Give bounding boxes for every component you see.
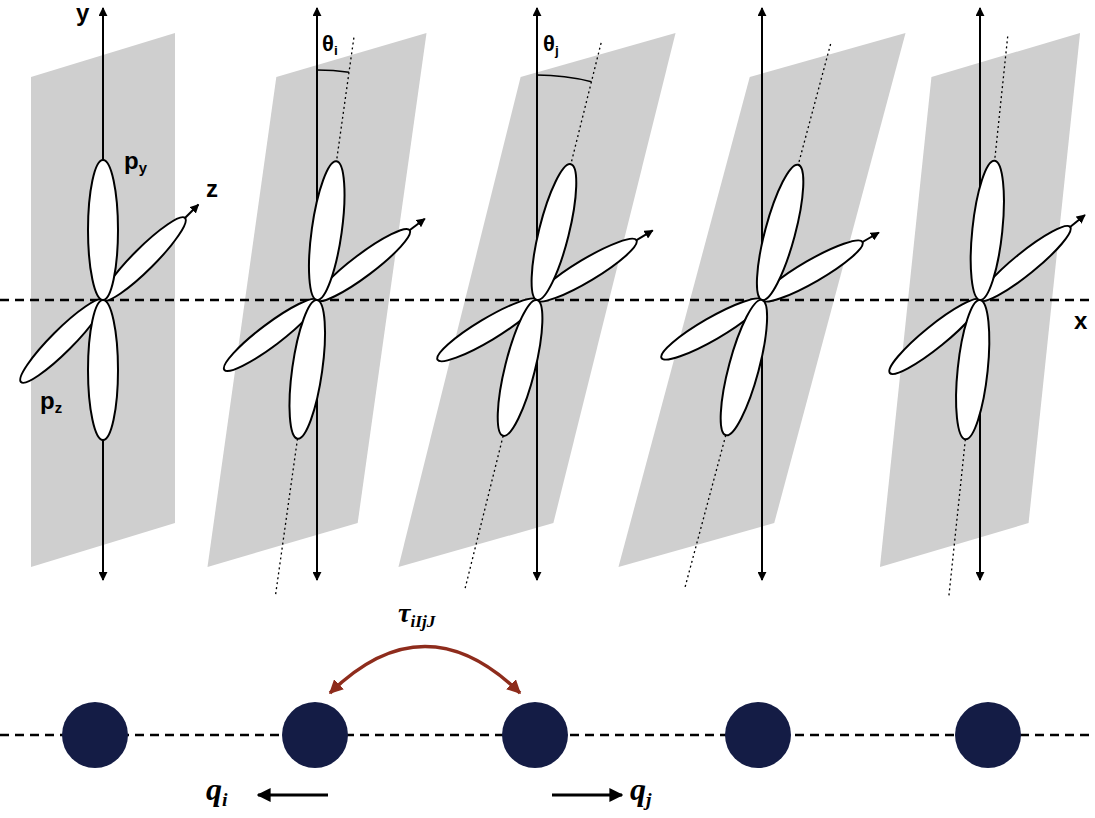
site-orbitals <box>859 8 1095 609</box>
symbol-subscript: iIjJ <box>410 612 435 631</box>
site-orbitals <box>377 8 701 616</box>
displacement-label: qi <box>206 772 228 807</box>
site-atom <box>955 702 1021 768</box>
axis-label: x <box>1074 308 1087 334</box>
hopping-label: τiIjJ <box>398 598 436 629</box>
hopping-arrow <box>330 647 520 694</box>
symbol-subscript: j <box>555 43 559 58</box>
site-atom <box>725 702 791 768</box>
symbol-subscript: z <box>55 400 62 416</box>
py-lobe <box>283 298 332 441</box>
symbol-subscript: j <box>646 788 652 810</box>
angle-arc <box>537 75 591 82</box>
symbol-main: q <box>206 771 222 807</box>
angle-label: θi <box>322 32 338 56</box>
site-layer <box>62 702 1021 768</box>
axis-label: y <box>76 0 89 26</box>
py-lobe <box>748 161 813 304</box>
symbol-subscript: i <box>334 43 338 58</box>
py-lobe <box>88 160 118 300</box>
symbol-main: θ <box>543 31 555 56</box>
site-atom <box>282 702 348 768</box>
displacement-label: qj <box>630 772 652 807</box>
site-atom <box>62 702 128 768</box>
displacement-arrow <box>552 794 622 797</box>
tilt-line <box>464 43 601 591</box>
orbital-label: pz <box>40 388 62 414</box>
site-atom <box>502 702 568 768</box>
symbol-main: τ <box>398 597 410 628</box>
py-lobe <box>965 159 1009 301</box>
py-lobe <box>302 159 351 302</box>
symbol-subscript: y <box>139 160 147 176</box>
symbol-main: p <box>40 387 55 414</box>
orbital-label: py <box>124 148 147 174</box>
angle-label: θj <box>543 32 559 56</box>
axis-label: z <box>206 176 218 202</box>
py-lobe <box>711 296 776 439</box>
symbol-main: p <box>124 147 139 174</box>
symbol-main: q <box>630 771 646 807</box>
symbol-subscript: i <box>222 788 228 810</box>
site-orbitals <box>598 8 931 616</box>
site-orbitals <box>13 8 206 580</box>
py-lobe <box>489 296 552 439</box>
displacement-arrow <box>258 794 328 797</box>
py-lobe <box>522 161 585 304</box>
angle-arc <box>317 70 349 72</box>
py-lobe <box>950 298 994 440</box>
site-orbitals <box>186 8 456 611</box>
tilt-line <box>684 44 830 590</box>
symbol-main: θ <box>322 31 334 56</box>
py-lobe <box>88 300 118 440</box>
